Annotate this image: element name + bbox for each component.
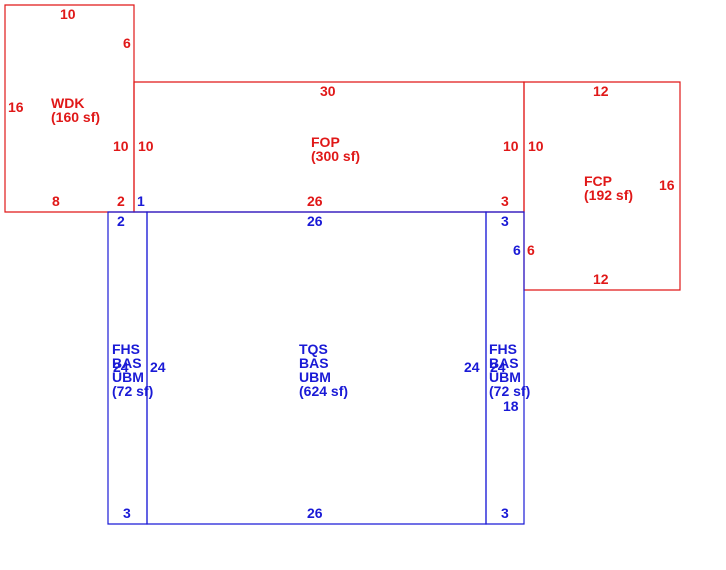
dim-main-bottom: 26 bbox=[307, 505, 323, 521]
dim-rw-right: 24 bbox=[490, 359, 506, 375]
right-wing-outline bbox=[485, 211, 525, 525]
dim-fop-top: 30 bbox=[320, 83, 336, 99]
left-wing-code-1: FHS bbox=[112, 341, 140, 357]
dim-fcp-left: 10 bbox=[528, 138, 544, 154]
fcp-area: (192 sf) bbox=[584, 187, 633, 203]
dim-wdk-bottom: 8 bbox=[52, 193, 60, 209]
right-wing-code-1: FHS bbox=[489, 341, 517, 357]
dim-main-top: 26 bbox=[307, 213, 323, 229]
fop-code: FOP bbox=[311, 134, 340, 150]
wdk-area: (160 sf) bbox=[51, 109, 100, 125]
left-wing-area: (72 sf) bbox=[112, 383, 153, 399]
dim-wdk-right-lower: 10 bbox=[113, 138, 129, 154]
right-wing-code-2: BAS bbox=[489, 355, 519, 371]
dim-fop-right: 10 bbox=[503, 138, 519, 154]
dim-fop-bottom-left: 1 bbox=[137, 193, 145, 209]
wdk-code: WDK bbox=[51, 95, 84, 111]
dim-rw-notch: 6 bbox=[513, 242, 521, 258]
dim-fop-left: 10 bbox=[138, 138, 154, 154]
main-code-2: BAS bbox=[299, 355, 329, 371]
dim-fcp-top: 12 bbox=[593, 83, 609, 99]
left-wing-code-3: UBM bbox=[112, 369, 144, 385]
dim-wdk-right-upper: 6 bbox=[123, 35, 131, 51]
right-wing-code-3: UBM bbox=[489, 369, 521, 385]
main-code-3: UBM bbox=[299, 369, 331, 385]
fcp-code: FCP bbox=[584, 173, 612, 189]
dim-lw-bottom: 3 bbox=[123, 505, 131, 521]
main-area: (624 sf) bbox=[299, 383, 348, 399]
dim-lw-right: 24 bbox=[150, 359, 166, 375]
dim-fcp-right: 16 bbox=[659, 177, 675, 193]
dim-wdk-bottom-small: 2 bbox=[117, 193, 125, 209]
dim-fcp-notch: 6 bbox=[527, 242, 535, 258]
dim-fop-bottom-right: 3 bbox=[501, 193, 509, 209]
dim-rw-bottom: 3 bbox=[501, 505, 509, 521]
dim-rw-left: 24 bbox=[464, 359, 480, 375]
dim-fcp-bottom: 12 bbox=[593, 271, 609, 287]
dim-rw-lower: 18 bbox=[503, 398, 519, 414]
fop-area: (300 sf) bbox=[311, 148, 360, 164]
dim-lw-top: 2 bbox=[117, 213, 125, 229]
right-wing-area: (72 sf) bbox=[489, 383, 530, 399]
dim-rw-top: 3 bbox=[501, 213, 509, 229]
dim-wdk-left: 16 bbox=[8, 99, 24, 115]
main-code-1: TQS bbox=[299, 341, 328, 357]
dim-lw-left: 24 bbox=[113, 359, 129, 375]
left-wing-code-2: BAS bbox=[112, 355, 142, 371]
dim-fop-bottom: 26 bbox=[307, 193, 323, 209]
dim-wdk-top: 10 bbox=[60, 6, 76, 22]
